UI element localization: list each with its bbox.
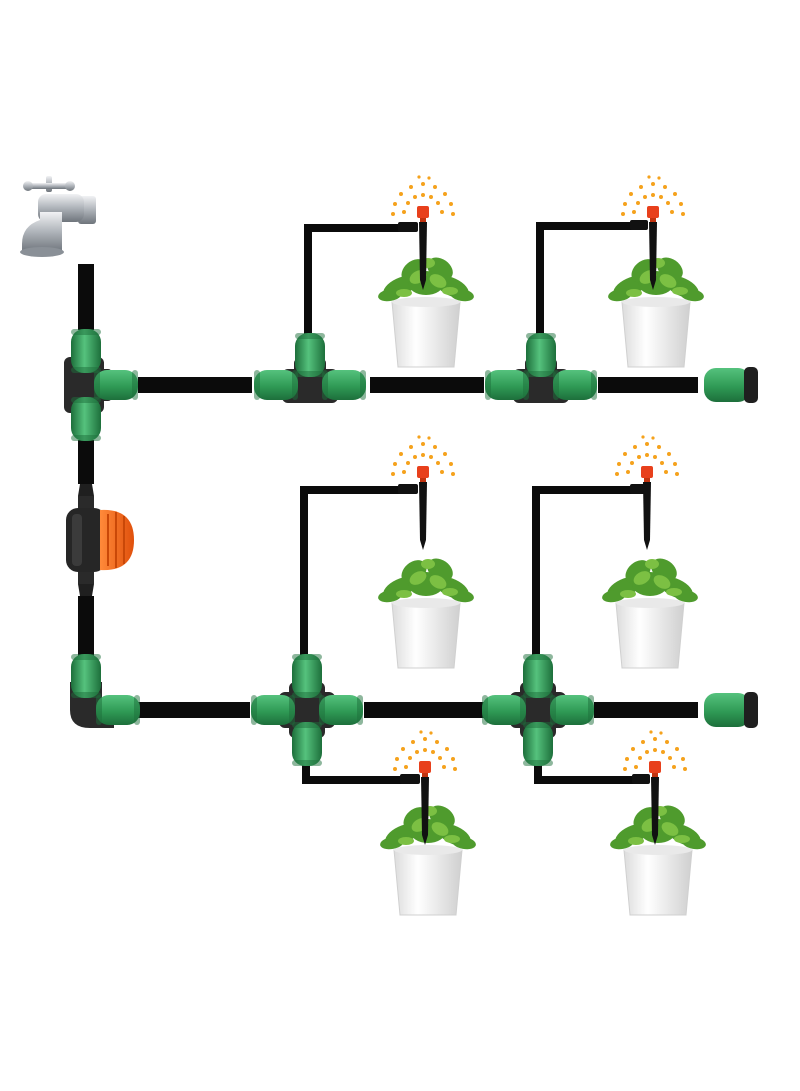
valve-icon: [66, 484, 134, 596]
potted-plant-icon: [376, 553, 476, 669]
tee-connector-icon: [254, 333, 366, 403]
end-plug-icon: [704, 367, 758, 403]
tubing: [78, 222, 698, 784]
cross-connector-icon: [482, 654, 594, 766]
tee-connector-icon: [485, 333, 597, 403]
cross-connector-icon: [251, 654, 363, 766]
potted-plant-icon: [600, 553, 700, 669]
tee-connector-icon: [64, 329, 138, 441]
elbow-connector-icon: [70, 654, 140, 728]
faucet-icon: [20, 176, 96, 257]
end-plug-icon: [704, 692, 758, 728]
tube-clips: [398, 220, 650, 784]
